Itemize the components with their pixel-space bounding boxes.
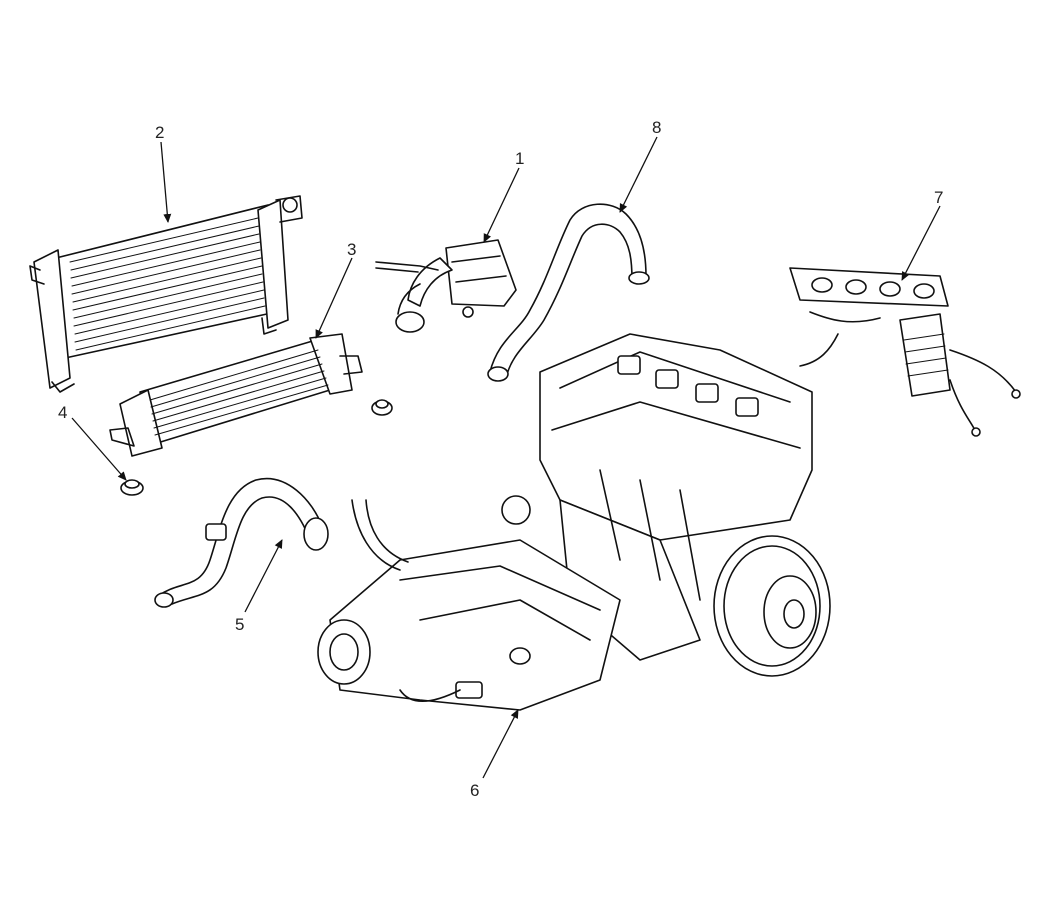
upper-radiator-hose [487,203,650,382]
intercooler-fins [149,349,329,436]
radiator-fins [69,217,266,351]
callout-5: 5 [235,615,244,634]
rubber-grommet [120,399,393,496]
intercooler [109,333,363,457]
callout-8: 8 [652,118,661,137]
callout-6: 6 [470,781,479,800]
callout-2: 2 [155,123,164,142]
callout-labels: 2 1 8 3 7 4 5 6 [58,118,943,800]
callout-7: 7 [934,188,943,207]
leader-lines [71,136,941,779]
air-intake-assembly [375,239,517,333]
exhaust-manifold-catalytic [789,267,1021,437]
callout-1: 1 [515,149,524,168]
radiator [29,195,303,393]
callout-3: 3 [347,240,356,259]
intake-manifold [317,499,621,711]
intercooler-hose [154,477,329,608]
callout-4: 4 [58,403,67,422]
flywheel [713,535,831,677]
coil-packs [617,355,759,417]
